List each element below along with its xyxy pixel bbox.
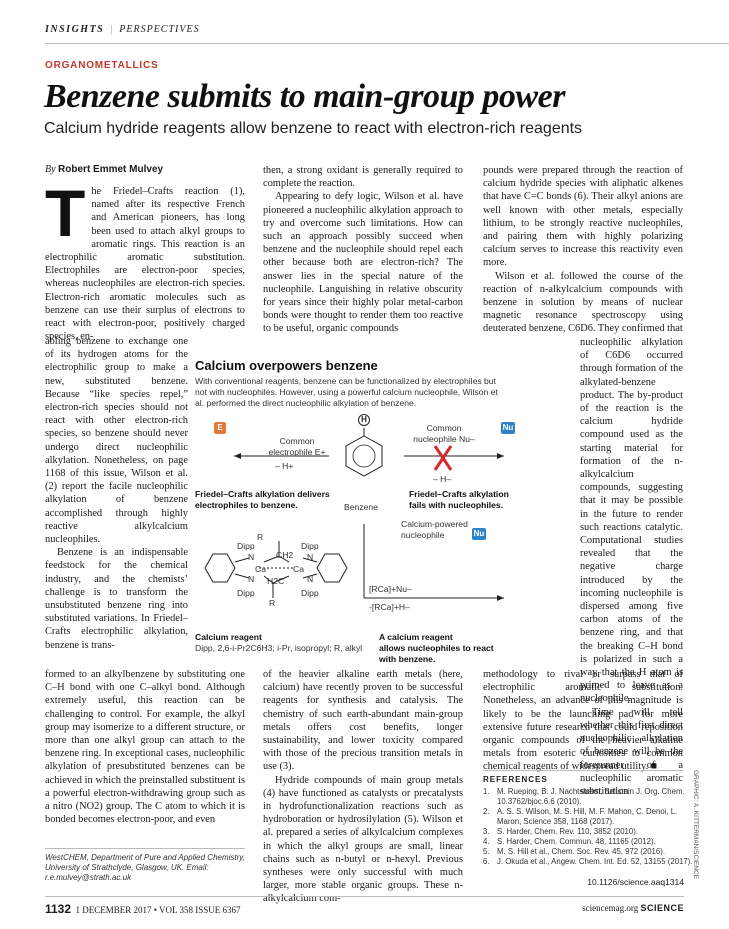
doi[interactable]: 10.1126/science.aaq1314: [587, 877, 684, 887]
header-divider: [45, 43, 729, 44]
reference-text: S. Harder, Chem. Commun. 48, 11165 (2012…: [497, 837, 656, 846]
calcium-reagent-structure: [204, 541, 348, 598]
reference-item: 6. J. Okuda et al., Angew. Chem. Int. Ed.…: [483, 857, 693, 867]
chem-ch2: CH2: [276, 550, 294, 560]
chem-n-1: N: [248, 552, 255, 562]
chem-h2c: H2C: [267, 576, 285, 586]
reference-text: J. Okuda et al., Angew. Chem. Int. Ed. 5…: [497, 857, 693, 866]
page-number: 1132: [45, 902, 72, 916]
figure: Calcium overpowers benzene With conventi…: [189, 336, 515, 664]
chem-dipp-1: Dipp: [237, 541, 255, 551]
nu-badge-icon-2: Nu: [472, 528, 486, 540]
reference-item: 1. M. Rueping, B. J. Nachtsheim, Beilstei…: [483, 787, 693, 807]
acal-desc: allows nucleophiles to react with benzen…: [379, 643, 494, 664]
reference-item: 2. A. S. S. Wilson, M. S. Hill, M. F. Mah…: [483, 807, 693, 827]
chem-r-top: R: [257, 532, 264, 542]
reference-number: 6.: [483, 857, 490, 866]
graphic-credit: GRAPHIC: A. KITTERMAN/SCIENCE: [692, 770, 699, 880]
affiliation-divider: [45, 848, 245, 849]
reference-text: A. S. S. Wilson, M. S. Hill, M. F. Mahon…: [497, 807, 678, 826]
column-3-bottom: methodology to rival or surpass that of …: [483, 669, 683, 773]
benzene-ring: [345, 435, 383, 477]
references-divider: [483, 770, 683, 771]
chem-n-4: N: [307, 574, 314, 584]
reference-text: S. Harder, Chem. Rev. 110, 3852 (2010).: [497, 827, 638, 836]
e-badge-icon: E: [214, 422, 226, 434]
chem-dipp-4: Dipp: [301, 588, 319, 598]
reagent-title: Calcium reagent: [195, 632, 262, 642]
figure-caption: With conventional reagents, benzene can …: [195, 376, 498, 408]
column-2-top: then, a strong oxidant is generally requ…: [263, 165, 463, 335]
issue-info: 1 DECEMBER 2017 • VOL 358 ISSUE 6367: [75, 905, 241, 915]
column-3-narrow: nucleophilic alkylation of C6D6 occurred…: [580, 337, 683, 797]
site-link: sciencemag.org: [582, 903, 639, 913]
author-name: Robert Emmet Mulvey: [58, 164, 164, 175]
reference-number: 1.: [483, 787, 490, 796]
kicker: ORGANOMETALLICS: [45, 60, 159, 71]
reference-text: M. S. Hill et al., Chem. Soc. Rev. 45, 9…: [497, 847, 665, 856]
column-2-bottom: of the heavier alkaline earth metals (he…: [263, 669, 463, 905]
reference-item: 4. S. Harder, Chem. Commun. 48, 11165 (20…: [483, 837, 693, 847]
fc-left-label: Friedel–Crafts alkylation delivers elect…: [195, 489, 330, 510]
references-list: 1. M. Rueping, B. J. Nachtsheim, Beilstei…: [483, 787, 693, 867]
journal-name: SCIENCE: [640, 903, 684, 913]
section-sub: PERSPECTIVES: [119, 24, 200, 35]
minus-hminus-label: – H–: [433, 474, 452, 484]
footer-divider: [45, 896, 684, 897]
common-nucleophile-label: Common nucleophile Nu–: [413, 423, 475, 444]
reference-item: 5. M. S. Hill et al., Chem. Soc. Rev. 45,…: [483, 847, 693, 857]
reference-item: 3. S. Harder, Chem. Rev. 110, 3852 (2010)…: [483, 827, 693, 837]
chem-ca-1: Ca: [255, 564, 266, 574]
chem-dipp-3: Dipp: [237, 588, 255, 598]
affiliation: WestCHEM, Department of Pure and Applied…: [45, 853, 245, 882]
reference-text: M. Rueping, B. J. Nachtsheim, Beilstein …: [497, 787, 685, 806]
chem-r-bottom: R: [269, 598, 276, 608]
column-1-bottom: formed to an alkylbenzene by substitutin…: [45, 669, 245, 826]
chem-dipp-2: Dipp: [301, 541, 319, 551]
arrowhead-right: [497, 453, 504, 459]
reagent-desc: Dipp, 2,6-i-Pr2C6H3; i-Pr, isopropyl; R,…: [195, 643, 363, 653]
chem-n-3: N: [248, 574, 255, 584]
column-3-top: pounds were prepared through the reactio…: [483, 165, 683, 335]
section-header: INSIGHTS|PERSPECTIVES: [45, 24, 200, 35]
arrowhead-left: [234, 453, 241, 459]
h-badge-icon: H: [358, 414, 370, 426]
footer-right: sciencemag.org SCIENCE: [582, 903, 684, 913]
acal-title: A calcium reagent: [379, 632, 453, 642]
chem-n-2: N: [307, 552, 314, 562]
fc-right-label: Friedel–Crafts alkylation fails with nuc…: [409, 489, 509, 510]
common-electrophile-label: Common electrophile E+: [268, 436, 326, 457]
reference-number: 3.: [483, 827, 490, 836]
article-title: Benzene submits to main-group power: [44, 78, 565, 115]
reference-number: 2.: [483, 807, 490, 816]
benzene-label: Benzene: [344, 502, 378, 512]
reference-number: 5.: [483, 847, 490, 856]
references-heading: REFERENCES: [483, 775, 548, 784]
rca-nu-label: [RCa]+Nu–: [369, 584, 412, 594]
chem-ca-2: Ca: [293, 564, 304, 574]
rca-h-label: -[RCa]+H–: [369, 602, 410, 612]
reference-number: 4.: [483, 837, 490, 846]
column-1-narrow: abling benzene to exchange one of its hy…: [45, 336, 188, 651]
figure-title: Calcium overpowers benzene: [195, 358, 378, 373]
figure-diagram: [204, 428, 504, 601]
article-subtitle: Calcium hydride reagents allow benzene t…: [44, 120, 583, 137]
minus-hplus-label: – H+: [275, 461, 294, 471]
footer-left: 1132 1 DECEMBER 2017 • VOL 358 ISSUE 636…: [45, 902, 240, 916]
section-name: INSIGHTS: [45, 24, 105, 35]
byline: By Robert Emmet Mulvey: [45, 164, 164, 175]
ca-powered-label: Calcium-powered nucleophile: [401, 519, 468, 540]
nu-badge-icon: Nu: [501, 422, 515, 434]
drop-cap: T: [45, 176, 86, 250]
